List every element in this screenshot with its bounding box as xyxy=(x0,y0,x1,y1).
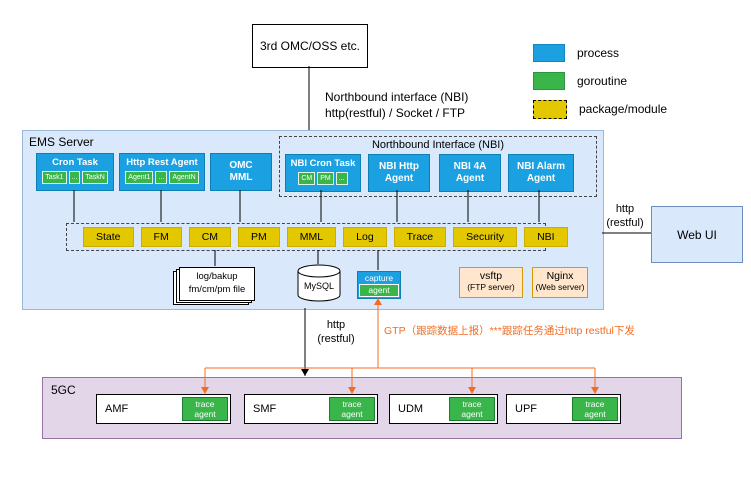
module-bus: State FM CM PM MML Log Trace Security NB… xyxy=(66,223,568,251)
trace-agent-chip: trace agent xyxy=(329,397,375,421)
cron-task-goroutines: Task1 ... TaskN xyxy=(37,171,113,185)
nf-box-amf: AMF trace agent xyxy=(96,394,231,424)
module-chip-nbi: NBI xyxy=(524,227,568,247)
legend-goroutine-label: goroutine xyxy=(577,74,628,88)
legend-package-label: package/module xyxy=(579,102,668,116)
log-file-line2: fm/cm/pm file xyxy=(188,283,246,295)
vsftp-server-box: vsftp (FTP server) xyxy=(459,267,523,298)
goroutine-chip: ... xyxy=(155,171,168,185)
http-label: http xyxy=(326,319,346,331)
restful-label: (restful) xyxy=(606,217,644,229)
core-5gc-panel: 5GC AMF trace agent SMF trace agent UDM … xyxy=(42,377,682,439)
goroutine-chip: Task1 xyxy=(42,171,67,185)
goroutine-chip: CM xyxy=(298,172,316,186)
trace-agent-chip: trace agent xyxy=(449,397,495,421)
northbound-interface-label-line1: Northbound interface (NBI) xyxy=(325,90,469,104)
vsftp-subtitle: (FTP server) xyxy=(467,282,515,292)
nf-name: SMF xyxy=(253,403,277,415)
nginx-subtitle: (Web server) xyxy=(535,282,585,292)
file-stack-front: log/bakup fm/cm/pm file xyxy=(179,267,255,301)
northbound-interface-label-line2: http(restful) / Socket / FTP xyxy=(325,106,466,120)
legend: process goroutine package/module xyxy=(533,44,667,128)
database-cylinder-icon xyxy=(297,264,341,302)
nf-name: UDM xyxy=(398,403,424,415)
nbi-alarm-agent-process: NBI Alarm Agent xyxy=(508,154,574,192)
module-chip-fm: FM xyxy=(140,227,182,247)
module-chip-log: Log xyxy=(343,227,387,247)
capture-agent-title: capture xyxy=(364,273,394,283)
goroutine-chip: PM xyxy=(317,172,334,186)
capture-agent: capture agent xyxy=(357,271,401,299)
nbi-http-agent-process: NBI Http Agent xyxy=(368,154,430,192)
nbi-cron-task-goroutines: CM PM ... xyxy=(286,172,360,186)
nbi-cron-task-title: NBI Cron Task xyxy=(290,158,356,169)
nf-box-udm: UDM trace agent xyxy=(389,394,498,424)
mysql-label: MySQL xyxy=(303,281,334,291)
http-restful-label-right: http (restful) xyxy=(600,202,650,230)
goroutine-chip: ... xyxy=(68,171,81,185)
http-restful-label-south: http (restful) xyxy=(310,318,362,346)
nginx-server-box: Nginx (Web server) xyxy=(532,267,588,298)
process-swatch-icon xyxy=(533,44,565,62)
trace-agent-chip: trace agent xyxy=(182,397,228,421)
restful-label: (restful) xyxy=(317,333,355,345)
legend-row-package: package/module xyxy=(533,99,668,119)
down-arrow-icon xyxy=(301,369,309,376)
nbi-group-title: Northbound Interface (NBI) xyxy=(371,139,505,151)
goroutine-chip: TaskN xyxy=(82,171,108,185)
omc-oss-box: 3rd OMC/OSS etc. xyxy=(252,24,368,68)
legend-row-process: process xyxy=(533,44,667,62)
trace-agent-chip: trace agent xyxy=(572,397,618,421)
nf-box-smf: SMF trace agent xyxy=(244,394,378,424)
log-file-stack: log/bakup fm/cm/pm file xyxy=(173,267,255,305)
goroutine-chip: Agent1 xyxy=(125,171,154,185)
vsftp-name: vsftp xyxy=(479,270,503,282)
module-chip-state: State xyxy=(83,227,134,247)
legend-row-goroutine: goroutine xyxy=(533,72,667,90)
http-label: http xyxy=(615,203,635,215)
goroutine-chip: AgentN xyxy=(169,171,199,185)
nbi-group: Northbound Interface (NBI) NBI Cron Task… xyxy=(279,136,597,197)
nf-name: UPF xyxy=(515,403,537,415)
cron-task-title: Cron Task xyxy=(52,157,98,168)
nf-box-upf: UPF trace agent xyxy=(506,394,621,424)
legend-process-label: process xyxy=(577,46,620,60)
gtp-trace-note: GTP（跟踪数据上报）***跟踪任务通过http restful下发 xyxy=(384,325,635,337)
capture-agent-goroutine: agent xyxy=(359,284,399,297)
cron-task-process: Cron Task Task1 ... TaskN xyxy=(36,153,114,191)
nbi-4a-agent-process: NBI 4A Agent xyxy=(439,154,501,192)
omc-mml-process: OMC MML xyxy=(210,153,272,191)
northbound-interface-label: Northbound interface (NBI) http(restful)… xyxy=(325,89,468,121)
module-chip-mml: MML xyxy=(286,227,337,247)
core-5gc-title: 5GC xyxy=(51,383,76,397)
module-chip-security: Security xyxy=(453,227,518,247)
module-chip-trace: Trace xyxy=(393,227,447,247)
ems-server-title: EMS Server xyxy=(29,135,94,149)
package-swatch-icon xyxy=(533,99,567,119)
goroutine-swatch-icon xyxy=(533,72,565,90)
http-rest-agent-process: Http Rest Agent Agent1 ... AgentN xyxy=(119,153,205,191)
log-file-line1: log/bakup xyxy=(196,271,238,282)
nf-name: AMF xyxy=(105,403,129,415)
ems-server-panel: EMS Server Cron Task Task1 ... TaskN Htt… xyxy=(22,130,604,310)
nbi-cron-task-process: NBI Cron Task CM PM ... xyxy=(285,154,361,192)
web-ui-box: Web UI xyxy=(651,206,743,263)
http-rest-agent-goroutines: Agent1 ... AgentN xyxy=(120,171,204,185)
module-chip-pm: PM xyxy=(238,227,280,247)
goroutine-chip: ... xyxy=(335,172,348,186)
nginx-name: Nginx xyxy=(546,270,574,282)
mysql-database: MySQL xyxy=(297,264,341,302)
http-rest-agent-title: Http Rest Agent xyxy=(126,157,198,168)
module-chip-cm: CM xyxy=(188,227,232,247)
